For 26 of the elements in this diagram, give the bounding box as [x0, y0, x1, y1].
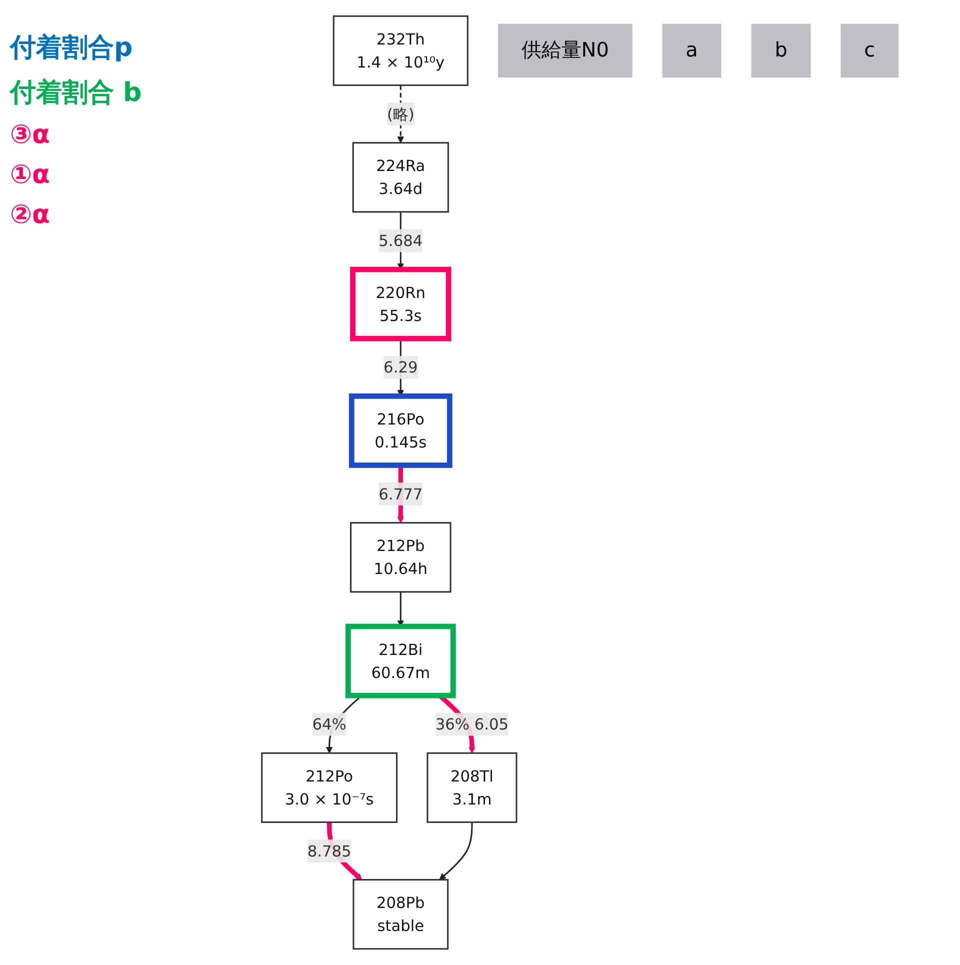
node-box: 216Po 0.145s [348, 393, 452, 468]
node-box: 208Pb stable [352, 879, 449, 950]
edge-label: 6.777 [378, 484, 423, 504]
edge-label: 8.785 [307, 842, 352, 860]
annotation-text: ①α [10, 160, 51, 190]
edge-label: (略) [386, 104, 414, 124]
node-box: 220Rn 55.3s [350, 266, 452, 342]
node-box: 232Th 1.4 × 10¹⁰y [332, 15, 468, 86]
node-box: a [662, 24, 722, 78]
node-box: 212Pb 10.64h [350, 522, 452, 593]
node-box: 供給量N0 [498, 24, 632, 78]
edge-label: 6.29 [384, 358, 418, 377]
node-box: 212Bi 60.67m [345, 624, 456, 698]
edge-label: 36% 6.05 [435, 715, 509, 734]
node-box: c [840, 24, 899, 78]
node-box: 208Tl 3.1m [426, 752, 518, 823]
annotation-text: ③α [10, 120, 51, 150]
annotation-text: 付着割合p [10, 32, 134, 65]
annotation-text: 付着割合 b [10, 77, 143, 110]
node-box: b [751, 24, 811, 78]
node-box: 212Po 3.0 × 10⁻⁷s [261, 752, 398, 823]
node-box: 224Ra 3.64d [352, 142, 449, 213]
annotation-text: ②α [10, 200, 51, 230]
edge-label: 64% [312, 715, 346, 734]
arrow [439, 822, 473, 880]
edge-label: 5.684 [378, 231, 423, 250]
